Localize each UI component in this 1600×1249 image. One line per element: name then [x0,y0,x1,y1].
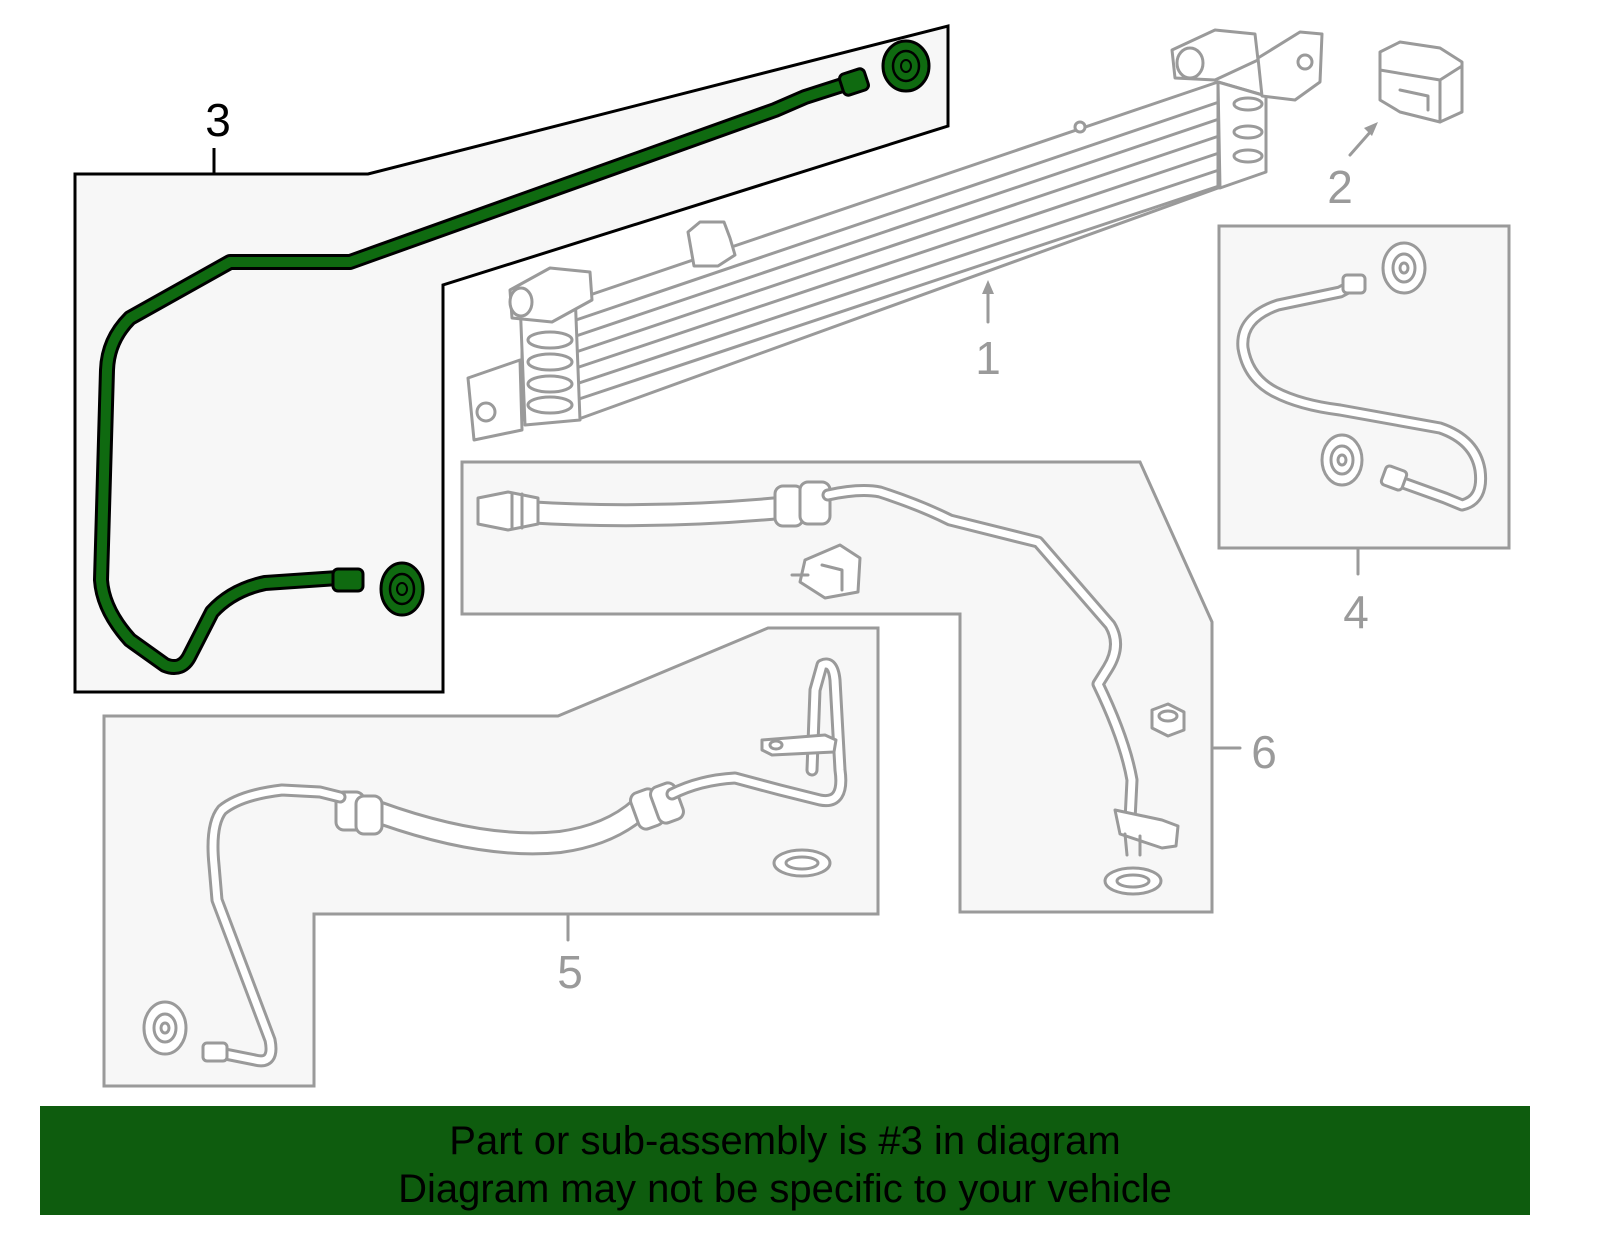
part-6-panel [460,460,1214,914]
part-2-arrow [1364,122,1378,136]
part-4-upper-seal [1381,241,1427,295]
part-2-leader [1348,128,1374,157]
part-2-clip[interactable]: 2 [1327,40,1464,213]
notice-banner: Part or sub-assembly is #3 in diagram Di… [40,1106,1530,1215]
part-1-oil-cooler[interactable]: 1 [466,28,1324,442]
callout-4: 4 [1343,586,1369,638]
callout-3: 3 [205,94,231,146]
part-3-panel [73,24,950,694]
callout-6: 6 [1251,726,1277,778]
part-6-cooler-hose[interactable]: 6 [460,460,1277,914]
part-1-arrow [982,280,994,294]
part-5-seal [142,1000,188,1056]
clip-body [1378,40,1464,124]
callout-2: 2 [1327,161,1353,213]
part-3-highlighted[interactable]: 3 [73,24,950,694]
part-3-lower-fitting [331,567,365,593]
part-5-cooler-hose[interactable]: 5 [102,626,880,1088]
part-3-tube [96,75,863,672]
part-4-lower-seal [1320,433,1364,487]
callout-5: 5 [557,946,583,998]
cooler-left-bracket [466,358,524,442]
part-3-upper-fitting [838,67,870,97]
part-4-cooler-line[interactable]: 4 [1217,224,1511,638]
banner-line-2: Diagram may not be specific to your vehi… [398,1167,1172,1211]
cooler-top-clip [686,220,737,268]
banner-line-1: Part or sub-assembly is #3 in diagram [449,1119,1121,1163]
part-5-o-ring [772,848,832,878]
part-3-upper-seal [881,39,931,93]
cooler-right-bracket [1256,30,1324,102]
part-3-lower-seal [379,561,425,617]
callout-1: 1 [975,332,1001,384]
part-5-panel [102,626,880,1088]
part-6-o-ring [1103,866,1163,896]
